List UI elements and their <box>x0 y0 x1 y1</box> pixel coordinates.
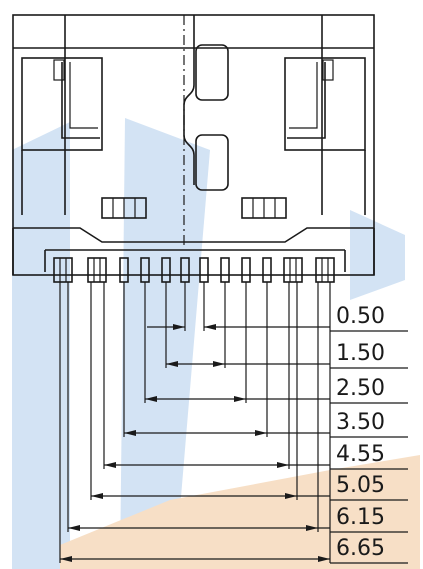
arrow-head <box>285 493 297 499</box>
arrow-head <box>60 556 72 562</box>
left-window <box>101 197 147 219</box>
dimension-label-3: 2.50 <box>336 376 385 401</box>
right-window <box>241 197 287 219</box>
watermark-blue-center <box>120 118 210 569</box>
pin-1 <box>53 257 73 283</box>
dimension-label-1: 0.50 <box>336 304 385 329</box>
dimension-2: 1.50 <box>166 341 408 369</box>
pin-12 <box>315 257 335 283</box>
dimension-7: 6.15 <box>68 505 408 533</box>
arrow-head <box>173 324 185 330</box>
dimension-6: 5.05 <box>91 473 408 501</box>
dimension-label-5: 4.55 <box>336 442 385 467</box>
dimension-8: 6.65 <box>60 536 408 564</box>
dimension-5: 4.55 <box>104 442 408 470</box>
arrow-head <box>124 430 136 436</box>
arrow-head <box>204 324 216 330</box>
pin-leader-lines <box>59 282 331 563</box>
connector-housing <box>12 14 375 276</box>
dimension-label-2: 1.50 <box>336 341 385 366</box>
arrow-head <box>255 430 267 436</box>
dimension-lines: 0.50 1.50 2.50 3.50 4.55 5.05 6.15 6.65 <box>60 304 408 564</box>
right-latch <box>284 57 366 215</box>
dimension-label-6: 5.05 <box>336 473 385 498</box>
arrow-head <box>234 396 246 402</box>
arrow-head <box>306 525 318 531</box>
dimension-1: 0.50 <box>147 304 408 332</box>
arrow-head <box>68 525 80 531</box>
pin-2 <box>87 257 107 283</box>
pin-8 <box>220 257 230 283</box>
arrow-head <box>166 361 178 367</box>
watermark-blue-right <box>350 210 405 300</box>
pin-9 <box>241 257 251 283</box>
arrow-head <box>277 462 289 468</box>
center-slots <box>183 15 229 245</box>
pin-7 <box>199 257 209 283</box>
tongue-line-2 <box>44 250 346 272</box>
watermark-blue-left <box>12 122 70 569</box>
pin-11 <box>283 257 303 283</box>
dimension-label-8: 6.65 <box>336 536 385 561</box>
dimension-3: 2.50 <box>145 376 408 404</box>
dimension-4: 3.50 <box>124 410 408 438</box>
arrow-head <box>104 462 116 468</box>
arrow-head <box>213 361 225 367</box>
dimension-label-7: 6.15 <box>336 505 385 530</box>
tongue-outline <box>13 227 374 243</box>
arrow-head <box>145 396 157 402</box>
arrow-head <box>318 556 330 562</box>
pin-10 <box>262 257 272 283</box>
dimension-label-4: 3.50 <box>336 410 385 435</box>
left-latch <box>21 57 103 215</box>
arrow-head <box>91 493 103 499</box>
